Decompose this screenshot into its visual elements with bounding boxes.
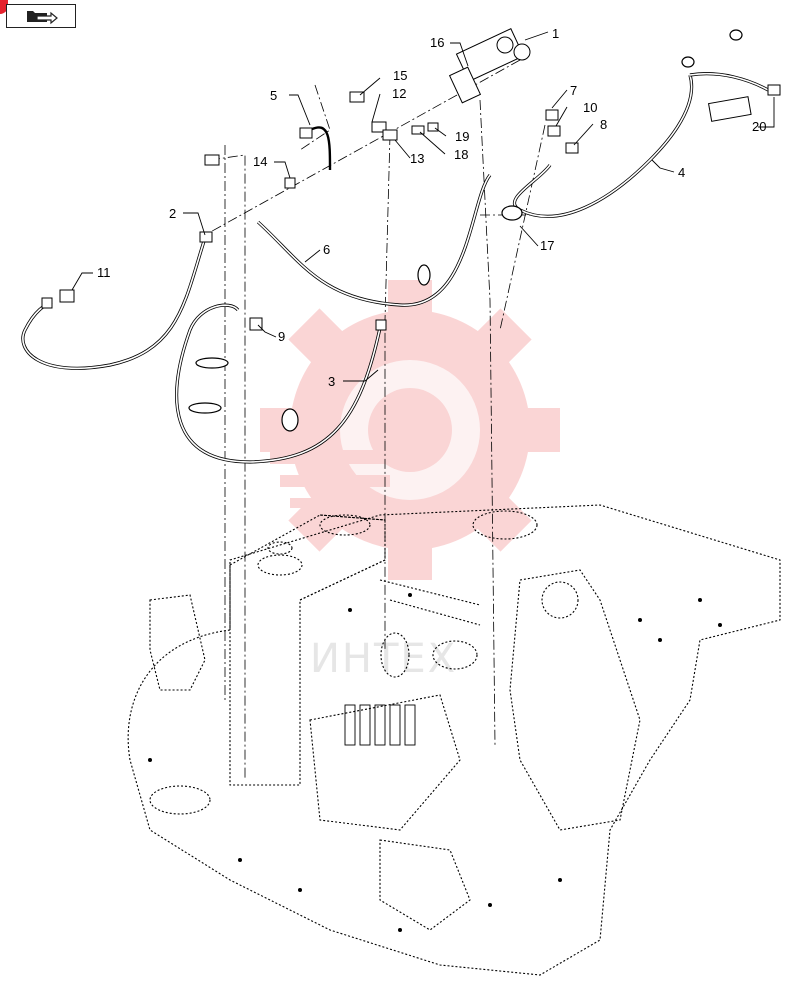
callout-11: 11 xyxy=(97,265,111,280)
callout-labels: 1 2 3 4 5 6 7 8 9 10 11 12 13 14 15 16 1… xyxy=(97,26,766,389)
callout-12: 12 xyxy=(392,86,406,101)
callout-5: 5 xyxy=(270,88,277,103)
folder-arrow-icon xyxy=(27,11,58,25)
callout-4: 4 xyxy=(678,165,685,180)
callout-19: 19 xyxy=(455,129,469,144)
callout-9: 9 xyxy=(278,329,285,344)
callout-6: 6 xyxy=(323,242,330,257)
callout-1: 1 xyxy=(552,26,559,41)
callout-2: 2 xyxy=(169,206,176,221)
callout-15: 15 xyxy=(393,68,407,83)
leader-lines xyxy=(71,31,775,382)
back-to-folder-button[interactable] xyxy=(6,4,76,28)
fittings xyxy=(41,28,781,331)
frame-bolts xyxy=(148,593,722,932)
callout-20: 20 xyxy=(752,119,766,134)
callout-13: 13 xyxy=(410,151,424,166)
callout-16: 16 xyxy=(430,35,444,50)
callout-3: 3 xyxy=(328,374,335,389)
callout-8: 8 xyxy=(600,117,607,132)
hose-group xyxy=(21,72,769,464)
hose-clamps xyxy=(188,29,743,432)
watermark-logo xyxy=(260,280,560,580)
machine-frame xyxy=(127,504,781,976)
callout-10: 10 xyxy=(583,100,597,115)
callout-14: 14 xyxy=(253,154,267,169)
callout-7: 7 xyxy=(570,83,577,98)
callout-17: 17 xyxy=(540,238,554,253)
callout-18: 18 xyxy=(454,147,468,162)
nav-badge xyxy=(0,0,8,14)
